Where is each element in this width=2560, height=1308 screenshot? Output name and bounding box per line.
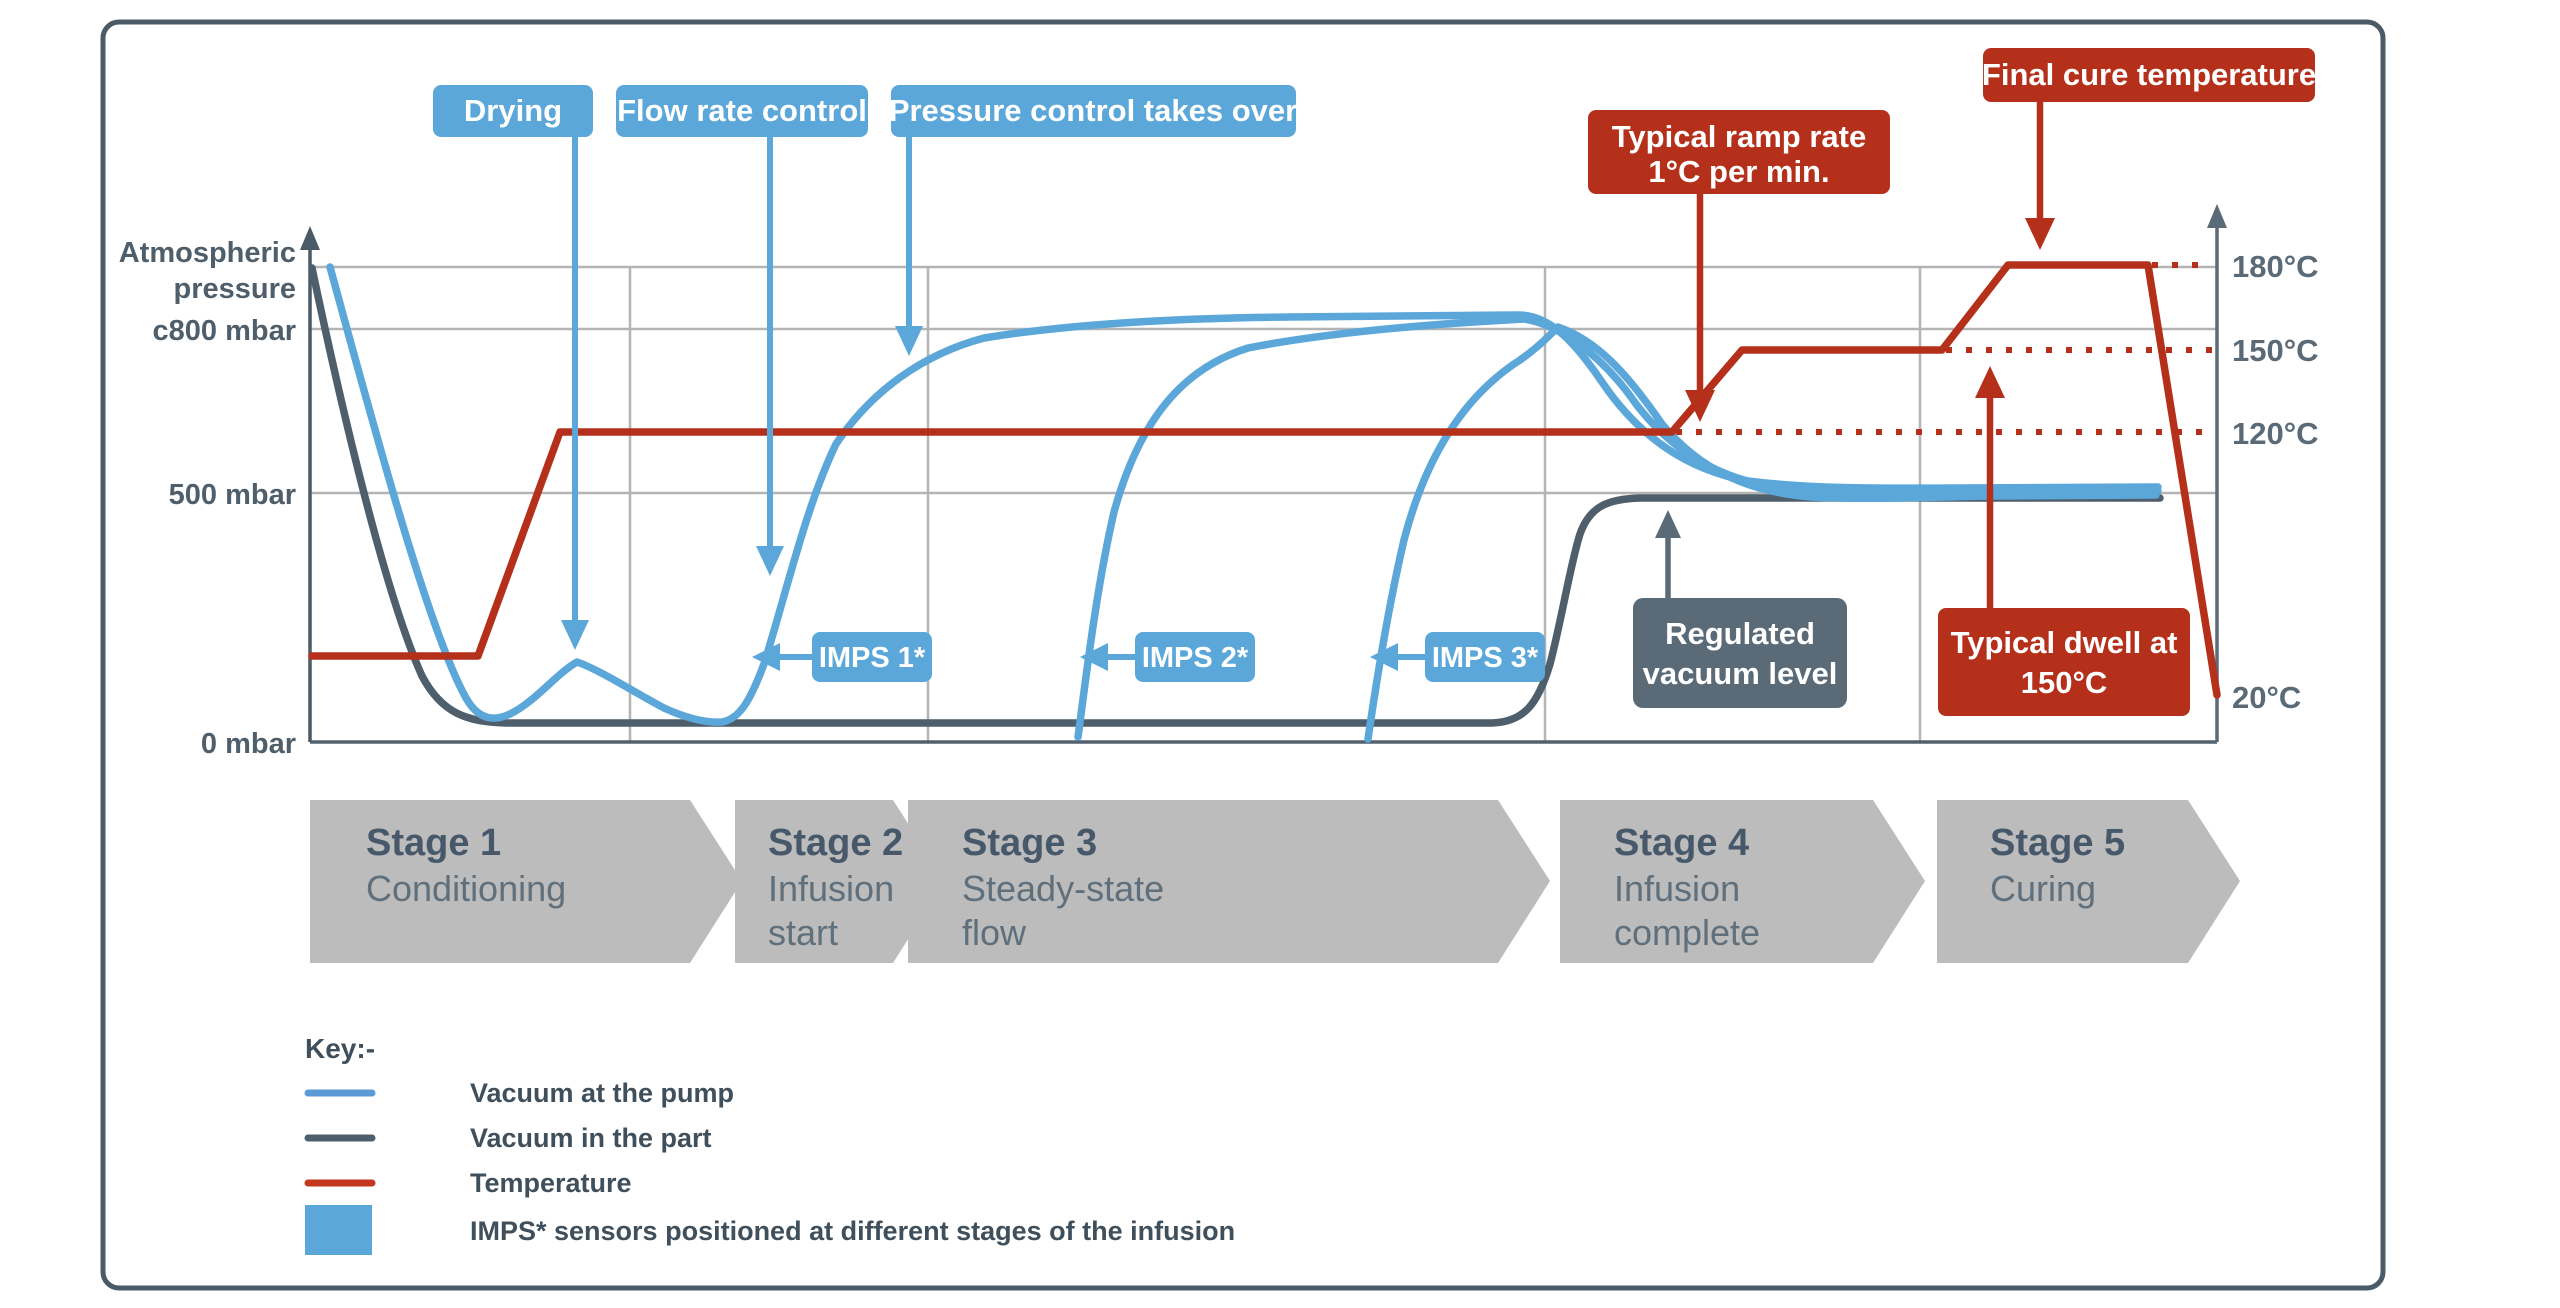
flow-rate-arrow-icon: [756, 546, 784, 576]
pressure-control-arrow-icon: [895, 326, 923, 356]
key-label-part: Vacuum in the part: [470, 1123, 712, 1153]
stage-1-title: Stage 1: [366, 822, 501, 864]
imps3-label: IMPS 3*: [1432, 642, 1539, 674]
label-500: 500 mbar: [169, 479, 296, 511]
drying-label: Drying: [464, 93, 562, 128]
right-axis-labels: 180°C 150°C 120°C 20°C: [2232, 249, 2319, 715]
stage-3-title: Stage 3: [962, 822, 1097, 864]
red-callout-arrows: [1685, 102, 2055, 608]
label-150c: 150°C: [2232, 333, 2319, 368]
imps1-arrow-icon: [752, 643, 780, 671]
label-atmospheric-2: pressure: [173, 273, 296, 305]
left-axis-arrow-icon: [300, 226, 320, 250]
ramp-rate-label-1: Typical ramp rate: [1612, 119, 1866, 154]
stage-4-chevron: [1560, 800, 1925, 963]
key-label-pump: Vacuum at the pump: [470, 1078, 734, 1108]
regulated-box-group: Regulated vacuum level: [1633, 598, 1847, 708]
drying-arrow-icon: [561, 620, 589, 650]
stage-1-sub1: Conditioning: [366, 868, 566, 909]
stage-5-sub1: Curing: [1990, 868, 2096, 909]
left-axis-labels: Atmospheric pressure c800 mbar 500 mbar …: [119, 237, 296, 760]
stage-5-title: Stage 5: [1990, 822, 2125, 864]
imps2-arrow-icon: [1080, 643, 1108, 671]
stage-2-chevron: [735, 800, 945, 963]
key-label-temperature: Temperature: [470, 1168, 632, 1198]
key-label-imps: IMPS* sensors positioned at different st…: [470, 1216, 1235, 1246]
stage-4-sub2: complete: [1614, 912, 1760, 953]
stage-5-chevron: [1937, 800, 2240, 963]
stage-2-sub2: start: [768, 912, 838, 953]
temperature-curve: [308, 261, 2221, 699]
stage-2-sub1: Infusion: [768, 868, 894, 909]
regulated-label-1: Regulated: [1665, 616, 1815, 651]
regulated-arrow: [1655, 510, 1681, 598]
key-section: Key:- Vacuum at the pump Vacuum in the p…: [304, 1033, 1235, 1255]
regulated-arrow-icon: [1655, 510, 1681, 538]
red-callout-boxes: Typical ramp rate 1°C per min. Final cur…: [1588, 48, 2316, 716]
label-c800: c800 mbar: [153, 315, 297, 347]
dwell-box: [1938, 608, 2190, 716]
dwell-label-2: 150°C: [2021, 665, 2108, 700]
regulated-box: [1633, 598, 1847, 708]
final-cure-label: Final cure temperature: [1982, 57, 2316, 92]
imps1-box: [812, 632, 932, 682]
label-180c: 180°C: [2232, 249, 2319, 284]
stage-4-sub1: Infusion: [1614, 868, 1740, 909]
pressure-control-label: Pressure control takes over: [889, 93, 1297, 128]
ramp-rate-box: [1588, 110, 1890, 194]
right-axis-arrow-icon: [2207, 204, 2227, 228]
ramp-rate-arrow-icon: [1685, 390, 1715, 422]
label-atmospheric-1: Atmospheric: [119, 237, 296, 269]
pressure-control-box: [891, 85, 1296, 137]
imps2-label: IMPS 2*: [1142, 642, 1249, 674]
final-cure-arrow-icon: [2025, 218, 2055, 250]
key-title: Key:-: [305, 1033, 375, 1064]
imps1-label: IMPS 1*: [819, 642, 926, 674]
stage-band: Stage 1 Conditioning Stage 2 Infusion st…: [310, 800, 2240, 963]
stage-2-title: Stage 2: [768, 822, 903, 864]
regulated-label-2: vacuum level: [1643, 656, 1838, 691]
imps2-box: [1135, 632, 1255, 682]
key-swatch-imps-rect: [305, 1205, 372, 1255]
imps2-pressure-curve: [1074, 315, 2162, 741]
label-0: 0 mbar: [201, 728, 296, 760]
drying-box: [433, 85, 593, 137]
stage-3-sub2: flow: [962, 912, 1027, 953]
stage-4-title: Stage 4: [1614, 822, 1749, 864]
vacuum-at-pump-curve: [326, 263, 2162, 726]
ramp-rate-label-2: 1°C per min.: [1648, 154, 1829, 189]
dwell-arrow-icon: [1975, 366, 2005, 398]
stage-3-chevron: [908, 800, 1550, 963]
stage-3-sub1: Steady-state: [962, 868, 1164, 909]
flow-rate-box: [616, 85, 868, 137]
stage-1-chevron: [310, 800, 742, 963]
temperature-dotted-lines: [1676, 262, 2212, 435]
curves: [308, 261, 2221, 743]
dwell-label-1: Typical dwell at: [1951, 625, 2178, 660]
label-120c: 120°C: [2232, 416, 2319, 451]
vacuum-in-part-curve: [308, 264, 2164, 727]
label-20c: 20°C: [2232, 680, 2301, 715]
final-cure-box: [1983, 48, 2315, 102]
blue-callout-arrows: [561, 137, 1425, 671]
flow-rate-label: Flow rate control: [617, 93, 867, 128]
imps3-box: [1425, 632, 1545, 682]
imps3-pressure-curve: [1364, 323, 2160, 743]
blue-callout-boxes: Drying Flow rate control Pressure contro…: [433, 85, 1545, 682]
imps3-arrow-icon: [1370, 643, 1398, 671]
